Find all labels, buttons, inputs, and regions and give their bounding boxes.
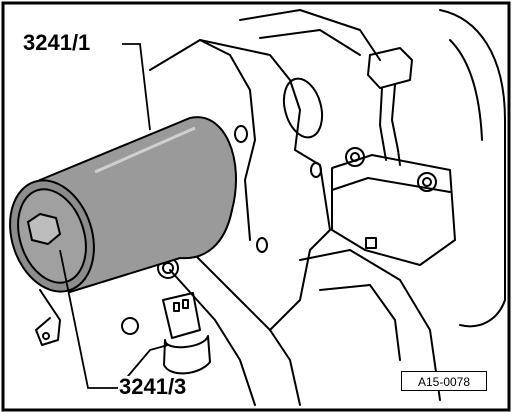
sender-body — [162, 292, 201, 339]
leader-line-bottom-b — [117, 344, 169, 389]
small-bolt-inner-icon — [162, 262, 174, 274]
sender-base — [163, 335, 211, 375]
sender-slot-a — [173, 302, 180, 312]
bolt-left-icon — [345, 147, 365, 167]
leader-line-top — [122, 43, 151, 131]
lower-bracket-arm — [35, 289, 61, 346]
small-clip — [365, 237, 377, 249]
housing-right — [439, 9, 506, 328]
tool-label-3241-3: 3241/3 — [118, 374, 188, 399]
bracket-hole-small-b — [310, 162, 322, 178]
tool-cylinder — [9, 116, 237, 294]
bolt-right-inner-icon — [422, 177, 432, 187]
housing-right-inner — [449, 39, 483, 141]
connector-top-cable-b — [379, 87, 387, 161]
bracket-rib — [199, 39, 256, 241]
bracket-hole-small-c — [256, 237, 268, 253]
bracket-top-edge — [239, 9, 381, 61]
leader-line-bottom-a — [59, 249, 118, 389]
hex-nut-icon — [26, 212, 62, 246]
lower-ribs-b — [319, 284, 401, 361]
sender-slot-b — [182, 299, 189, 309]
lower-casting — [189, 249, 301, 406]
lower-ribs — [299, 249, 441, 401]
bracket-top-inner — [259, 29, 361, 56]
arm-hole-icon — [42, 332, 50, 340]
cylinder-highlight — [94, 126, 196, 174]
mounting-block-face — [331, 177, 451, 193]
connector-top — [367, 47, 413, 89]
bracket-casting — [149, 39, 331, 331]
bolt-right-icon — [417, 172, 437, 192]
tool-label-3241-1: 3241/1 — [22, 30, 92, 55]
washer-icon — [121, 317, 139, 335]
bolt-left-inner-icon — [350, 152, 360, 162]
bracket-hole-large — [282, 77, 324, 139]
bracket-hole-small-a — [234, 125, 248, 143]
figure-reference-box: A15-0078 — [401, 371, 487, 391]
mounting-block — [331, 154, 456, 266]
connector-top-cable — [391, 84, 401, 166]
